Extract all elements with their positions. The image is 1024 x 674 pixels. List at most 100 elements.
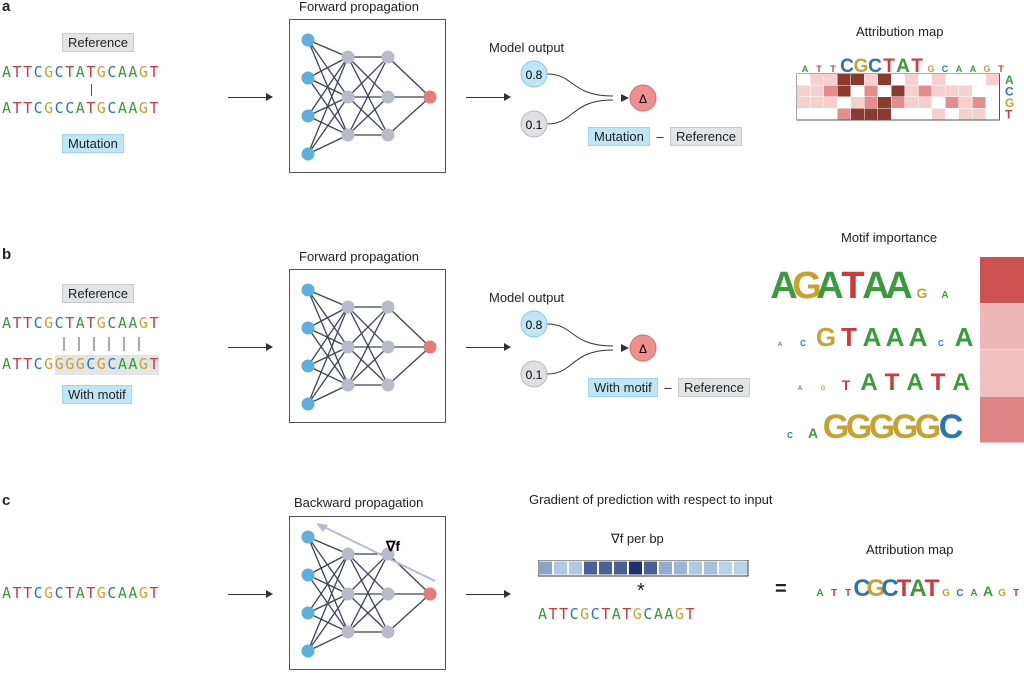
- base-T: T: [23, 314, 34, 332]
- base-G: G: [580, 605, 591, 623]
- panel-a-label: a: [2, 0, 11, 15]
- heatmap-cell: [945, 97, 959, 108]
- logo-letter: T: [1013, 588, 1019, 599]
- motif-importance-title: Motif importance: [841, 230, 938, 245]
- heatmap-cell: [878, 74, 891, 85]
- network-edge: [307, 306, 349, 405]
- panel-c-label: c: [2, 492, 11, 509]
- model-output-title-a: Model output: [489, 40, 565, 55]
- network-edge: [307, 134, 349, 155]
- gradient-cell: [629, 561, 642, 575]
- base-A: A: [117, 314, 129, 332]
- backprop-arrow-head-icon: [316, 523, 328, 532]
- network-edge: [307, 289, 349, 348]
- heatmap-cell: [918, 97, 932, 108]
- base-G: G: [632, 605, 644, 623]
- network-edge: [307, 56, 349, 117]
- base-G: G: [75, 355, 87, 373]
- gradient-cell: [719, 561, 732, 575]
- input-node: [301, 606, 315, 620]
- network-c: ∇f: [289, 516, 446, 670]
- logo-letter: T: [998, 64, 1004, 74]
- arrow-a1: [228, 97, 268, 98]
- base-G: G: [44, 584, 55, 602]
- logo-letter: A: [778, 342, 783, 348]
- heatmap-cell: [932, 85, 945, 97]
- network-edge: [387, 96, 431, 136]
- base-G: G: [44, 63, 55, 81]
- logo-letter: G: [846, 408, 872, 444]
- mutated-sequence: ATTCGCCATGCAAGT: [2, 99, 160, 117]
- row-label-G: G: [1005, 96, 1014, 110]
- logo-letter: C: [942, 64, 949, 74]
- heatmap-cell: [945, 85, 959, 97]
- network-edge: [307, 39, 349, 58]
- logo-letter: T: [830, 64, 836, 74]
- output-node: [423, 587, 437, 601]
- grad-per-bp-label: ∇f per bp: [611, 531, 664, 546]
- hidden-node: [341, 625, 355, 639]
- base-T: T: [601, 605, 612, 623]
- base-T: T: [149, 355, 160, 373]
- heatmap-cell: [945, 108, 959, 120]
- delta-b: Δ: [639, 342, 647, 356]
- gradient-cell: [704, 561, 717, 575]
- arrow-c1: [228, 594, 268, 595]
- input-node: [301, 530, 315, 544]
- logo-letter: A: [970, 588, 977, 599]
- base-T: T: [65, 584, 76, 602]
- network-edge: [307, 536, 349, 595]
- base-T: T: [23, 355, 34, 373]
- heatmap-cell: [837, 74, 851, 85]
- logo-letter: A: [816, 265, 843, 307]
- logo-letter: C: [853, 575, 870, 602]
- output-top-b: 0.8: [526, 318, 543, 332]
- output-bottom-b: 0.1: [526, 368, 543, 382]
- gradient-sequence: ATTCGCTATGCAAGT: [538, 605, 696, 623]
- heatmap-cell: [810, 97, 824, 108]
- diff-left-b: With motif: [588, 378, 658, 397]
- base-A: A: [117, 99, 129, 117]
- base-T: T: [23, 63, 34, 81]
- heatmap-cell: [878, 108, 891, 120]
- hidden-node: [341, 378, 355, 392]
- hidden-node: [381, 340, 395, 354]
- hidden-node: [381, 90, 395, 104]
- network-edge: [307, 39, 349, 98]
- logo-letter: G: [915, 408, 941, 444]
- importance-bar: [980, 350, 1024, 396]
- heatmap-cell: [959, 85, 972, 97]
- network-edge: [307, 553, 349, 614]
- logo-letter: G: [892, 408, 918, 444]
- logo-letter: T: [842, 377, 851, 393]
- output-node: [423, 340, 437, 354]
- gradient-cell: [539, 561, 552, 575]
- delta-a: Δ: [639, 92, 647, 106]
- net-title-c: Backward propagation: [294, 495, 424, 510]
- base-G: G: [96, 99, 108, 117]
- arrow-a2: [466, 97, 506, 98]
- base-A: A: [2, 355, 13, 373]
- gradient-cell: [734, 561, 747, 575]
- logo-letter: T: [897, 575, 912, 602]
- logo-letter: A: [860, 369, 877, 396]
- logo-letter: A: [896, 56, 910, 77]
- attribution-title-a: Attribution map: [856, 24, 944, 39]
- network-edge: [307, 631, 349, 652]
- backprop-arrow: [319, 524, 436, 582]
- network-edge: [347, 56, 389, 136]
- heatmap-cell: [878, 85, 891, 97]
- heatmap-cell: [918, 85, 932, 97]
- base-T: T: [86, 584, 97, 602]
- logo-letter: G: [867, 575, 886, 602]
- grad-symbol: ∇f: [385, 538, 400, 554]
- heatmap-cell: [824, 74, 837, 85]
- heatmap-cell: [891, 97, 905, 108]
- hidden-node: [341, 587, 355, 601]
- logo-letter: T: [911, 56, 923, 77]
- base-T: T: [86, 63, 97, 81]
- logo-letter: T: [931, 369, 946, 396]
- multiply-symbol: *: [637, 580, 645, 602]
- motif-connectors: [63, 337, 140, 351]
- base-C: C: [54, 99, 66, 117]
